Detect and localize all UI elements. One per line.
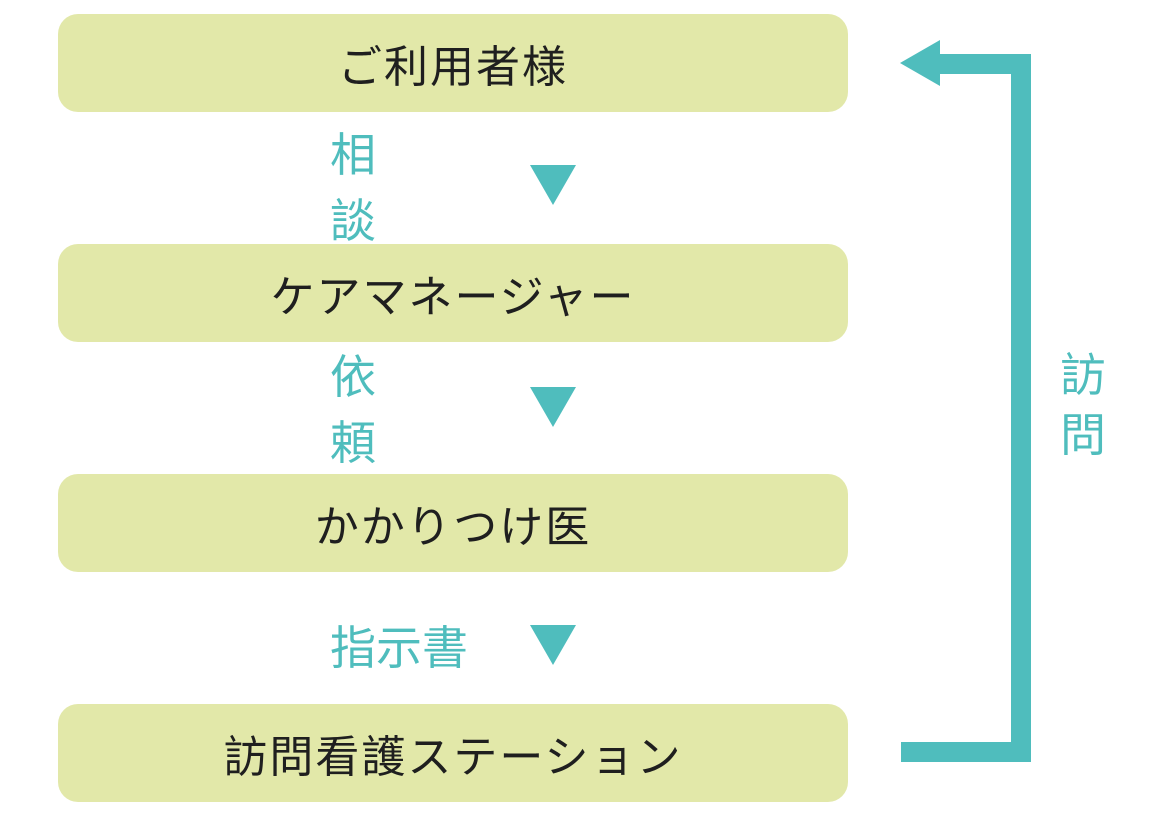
node-user-label: ご利用者様 xyxy=(338,42,568,93)
loop-top-line xyxy=(935,54,1031,74)
node-care-manager-label: ケアマネージャー xyxy=(270,272,636,323)
arrow-left-icon xyxy=(900,40,940,86)
node-care-manager: ケアマネージャー xyxy=(58,244,848,342)
step-consultation: 相談 xyxy=(330,128,576,248)
visit-label-line2: 問 xyxy=(1060,408,1106,462)
step-instruction-label: 指示書 xyxy=(330,621,468,675)
node-family-doctor-label: かかりつけ医 xyxy=(314,502,592,553)
step-instruction: 指示書 xyxy=(330,613,576,677)
node-visiting-nurse-station-label: 訪問看護ステーション xyxy=(223,732,683,783)
visit-label: 訪 問 xyxy=(1055,345,1111,465)
loop-bottom-line xyxy=(901,742,1031,762)
triangle-down-icon xyxy=(530,387,576,427)
step-request: 依頼 xyxy=(330,350,576,470)
loop-vertical-line xyxy=(1011,54,1031,762)
triangle-down-icon xyxy=(530,165,576,205)
visit-label-line1: 訪 xyxy=(1060,348,1106,402)
step-request-label: 依頼 xyxy=(330,350,418,470)
node-family-doctor: かかりつけ医 xyxy=(58,474,848,572)
node-user: ご利用者様 xyxy=(58,14,848,112)
triangle-down-icon xyxy=(530,625,576,665)
node-visiting-nurse-station: 訪問看護ステーション xyxy=(58,704,848,802)
step-consultation-label: 相談 xyxy=(330,128,418,248)
